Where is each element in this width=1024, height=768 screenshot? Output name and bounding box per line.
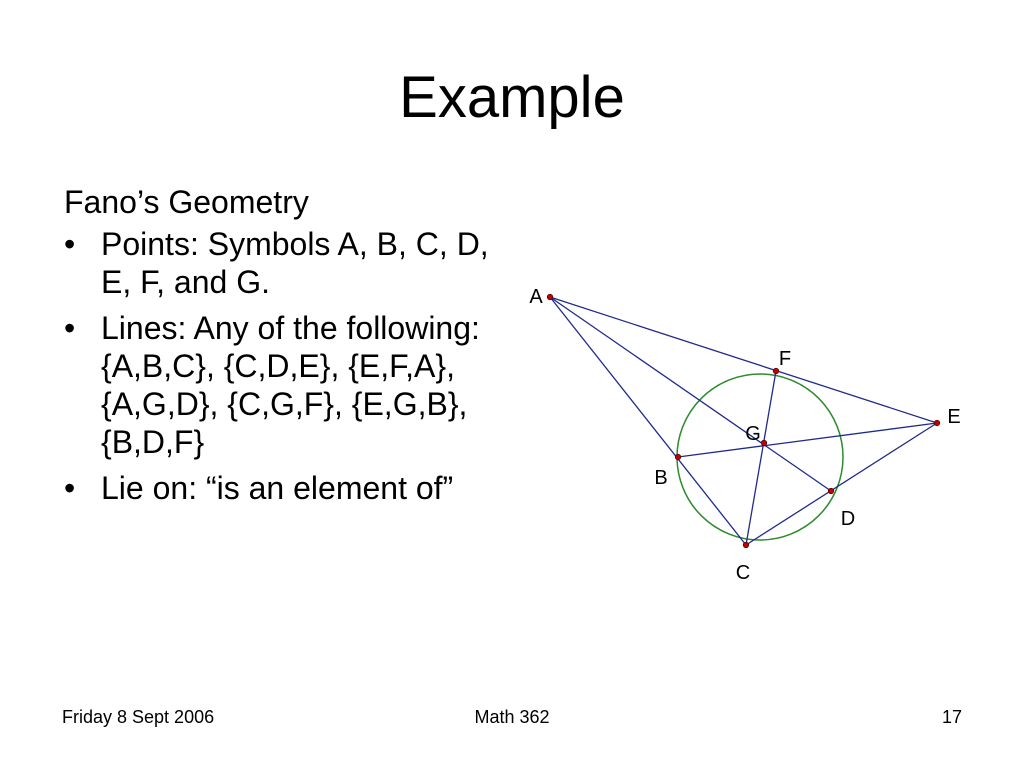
- fano-plane-diagram: A B C D E F G: [529, 286, 960, 584]
- line-AGD: [549, 296, 832, 492]
- bullet-dot-icon: •: [64, 310, 76, 346]
- footer-course: Math 362: [474, 707, 550, 727]
- line-EFA: [549, 296, 938, 424]
- line-BDF-circle: [676, 373, 844, 541]
- bullet-dot-icon: •: [64, 226, 76, 262]
- line-ABC: [549, 296, 747, 546]
- bullet-text: Lie on: “is an element of”: [101, 470, 454, 506]
- point-label-D: D: [841, 508, 855, 530]
- point-label-F: F: [779, 348, 791, 370]
- point-label-G: G: [745, 423, 761, 445]
- slide-content: Fano’s Geometry • Points: Symbols A, B, …: [64, 183, 514, 515]
- content-heading: Fano’s Geometry: [64, 184, 309, 220]
- point-C: [742, 541, 750, 549]
- line-CGF: [745, 370, 777, 546]
- bullet-item-lie-on: • Lie on: “is an element of”: [64, 469, 514, 507]
- bullet-text: Points: Symbols A, B, C, D, E, F, and G.: [101, 226, 489, 300]
- point-label-A: A: [529, 286, 543, 308]
- bullet-item-points: • Points: Symbols A, B, C, D, E, F, and …: [64, 225, 514, 301]
- bullet-list: • Points: Symbols A, B, C, D, E, F, and …: [64, 225, 514, 507]
- point-A: [546, 293, 554, 301]
- point-E: [933, 419, 941, 427]
- point-label-C: C: [736, 562, 750, 584]
- line-EGB: [677, 422, 938, 458]
- footer-date: Friday 8 Sept 2006: [62, 707, 215, 727]
- slide-title: Example: [399, 65, 625, 130]
- bullet-dot-icon: •: [64, 470, 76, 506]
- point-F: [772, 367, 780, 375]
- point-label-B: B: [654, 467, 667, 489]
- footer-page-number: 17: [941, 707, 962, 727]
- point-label-E: E: [947, 406, 960, 428]
- point-B: [674, 453, 682, 461]
- bullet-item-lines: • Lines: Any of the following: {A,B,C}, …: [64, 309, 514, 461]
- bullet-text: Lines: Any of the following: {A,B,C}, {C…: [101, 310, 480, 460]
- point-G: [760, 439, 768, 447]
- point-D: [827, 487, 835, 495]
- line-CDE: [745, 422, 938, 546]
